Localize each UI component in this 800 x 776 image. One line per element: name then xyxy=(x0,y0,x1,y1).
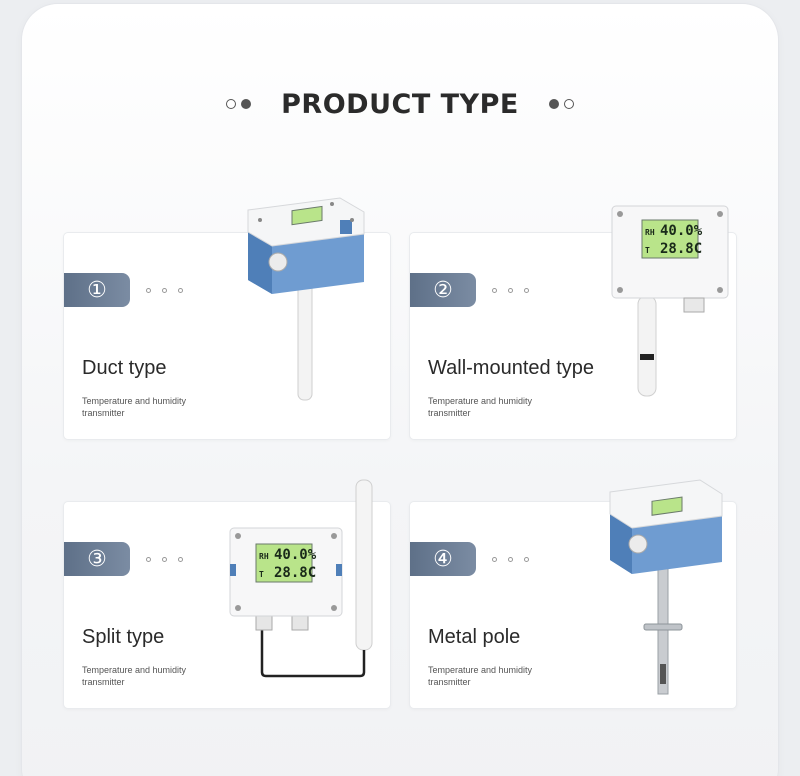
dot-hollow xyxy=(563,99,574,109)
card-title: Duct type xyxy=(82,357,167,379)
lcd-t-label: T xyxy=(645,246,650,255)
lcd-rh-value: 40.0% xyxy=(274,547,317,563)
card-number-badge: ④ xyxy=(410,542,476,576)
badge-dots xyxy=(146,288,183,293)
card-title: Wall-mounted type xyxy=(428,357,594,379)
card-subtitle: Temperature and humidity transmitter xyxy=(428,665,533,687)
product-card-wall-mounted[interactable]: ② Wall-mounted type Temperature and humi… xyxy=(410,233,736,439)
card-title: Split type xyxy=(82,626,165,648)
lcd-rh-label: RH xyxy=(645,228,655,237)
card-number-badge: ② xyxy=(410,273,476,307)
card-title: Metal pole xyxy=(428,626,521,648)
lcd-t-value: 28.8C xyxy=(660,241,702,257)
metal-pole-transmitter-image xyxy=(609,479,723,695)
dot-solid xyxy=(548,99,559,109)
title-dots-left xyxy=(226,99,252,109)
card-number-badge: ③ xyxy=(64,542,130,576)
wall-mounted-transmitter-image: RH 40.0% T 28.8C xyxy=(611,205,729,397)
card-subtitle: Temperature and humidity transmitter xyxy=(82,665,187,687)
card-number-badge: ① xyxy=(64,273,130,307)
duct-transmitter-image xyxy=(247,197,365,401)
lcd-rh-label: RH xyxy=(259,552,269,561)
badge-dots xyxy=(492,557,529,562)
badge-dots xyxy=(146,557,183,562)
lcd-t-value: 28.8C xyxy=(274,565,316,581)
dot-solid xyxy=(241,99,252,109)
page-title: PRODUCT TYPE xyxy=(281,88,519,120)
card-subtitle: Temperature and humidity transmitter xyxy=(428,396,533,418)
lcd-rh-value: 40.0% xyxy=(660,223,703,239)
dot-hollow xyxy=(226,99,237,109)
card-subtitle: Temperature and humidity transmitter xyxy=(82,396,187,418)
badge-dots xyxy=(492,288,529,293)
split-transmitter-image: RH 40.0% T 28.8C xyxy=(229,479,373,678)
section-header: PRODUCT TYPE xyxy=(0,84,800,124)
title-dots-right xyxy=(548,99,574,109)
lcd-t-label: T xyxy=(259,570,264,579)
